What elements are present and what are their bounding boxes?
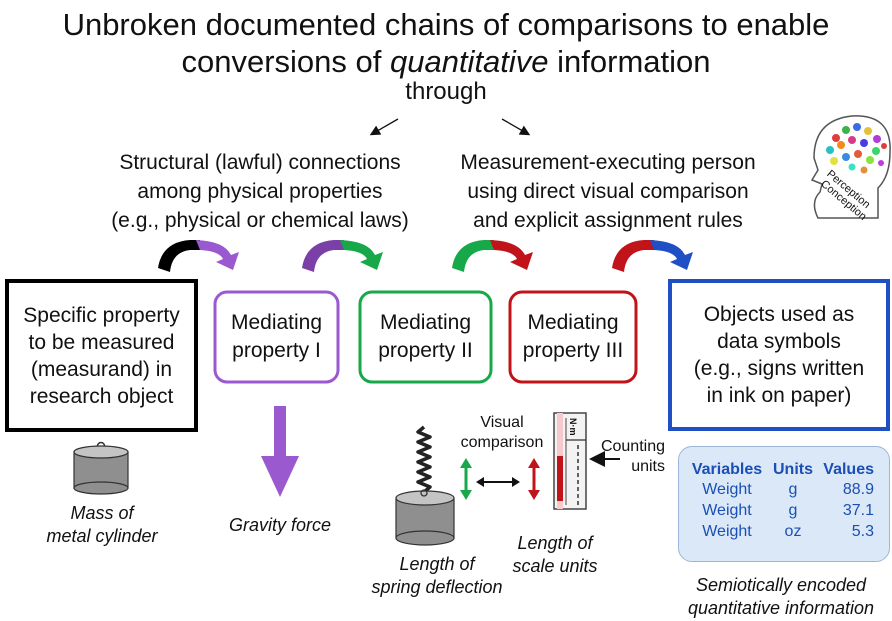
cell-value: 5.3 bbox=[851, 523, 874, 540]
title-line-2: conversions of quantitative information bbox=[0, 43, 892, 80]
branch-arrow-right bbox=[501, 118, 531, 136]
scale-caption-line-2: scale units bbox=[512, 556, 598, 576]
comparison-line: comparison bbox=[460, 434, 544, 451]
mass-caption-line-2: metal cylinder bbox=[46, 526, 158, 546]
person-line-1: Measurement-executing person bbox=[460, 151, 756, 174]
mediating-property-2-label: Mediating property II bbox=[360, 292, 491, 382]
data-table-panel bbox=[678, 446, 890, 562]
comparison-double-arrow-icon bbox=[476, 477, 520, 487]
brain-head-icon bbox=[810, 115, 891, 219]
measurand-line-3: (measurand) in bbox=[30, 357, 173, 381]
branch-arrow-left bbox=[369, 118, 399, 136]
data-table: Variables Units Values Weight g 88.9 Wei… bbox=[686, 461, 886, 542]
red-length-arrow-icon bbox=[528, 458, 540, 500]
header-variables: Variables bbox=[691, 461, 763, 478]
cell-value: 37.1 bbox=[842, 502, 874, 519]
structural-line-2: among physical properties bbox=[137, 180, 383, 203]
structural-line-3: (e.g., physical or chemical laws) bbox=[111, 209, 409, 232]
transition-arrow-red-blue bbox=[612, 240, 693, 272]
header-values: Values bbox=[823, 461, 874, 478]
scale-unit-label: N·m bbox=[568, 418, 578, 436]
mediating-1-line-1: Mediating bbox=[230, 311, 323, 334]
title-line-2-post: information bbox=[548, 44, 711, 79]
mediating-property-3-label: Mediating property III bbox=[510, 292, 636, 382]
person-line-2: using direct visual comparison bbox=[467, 180, 749, 203]
metal-cylinder-icon bbox=[73, 441, 129, 495]
measurand-line-2: to be measured bbox=[28, 330, 175, 354]
table-row: Weight oz 5.3 bbox=[686, 521, 886, 542]
cell-value: 88.9 bbox=[842, 481, 874, 498]
cell-variable: Weight bbox=[702, 502, 752, 519]
counting-line: Counting bbox=[600, 438, 665, 455]
cell-unit: g bbox=[788, 502, 798, 519]
spring-caption-line-1: Length of bbox=[399, 554, 475, 574]
structural-connections-heading: Structural (lawful) connections among ph… bbox=[80, 148, 440, 235]
gravity-arrow-icon bbox=[261, 406, 299, 497]
mediating-3-line-1: Mediating bbox=[527, 311, 619, 334]
cell-variable: Weight bbox=[702, 481, 752, 498]
objects-box bbox=[668, 279, 890, 431]
transition-arrow-black-purple bbox=[158, 240, 239, 272]
measurand-box bbox=[5, 279, 198, 432]
mediating-2-line-1: Mediating bbox=[379, 311, 472, 334]
through-label: through bbox=[405, 78, 487, 105]
objects-line-1: Objects used as bbox=[703, 303, 855, 326]
mediating-property-1-box bbox=[213, 290, 340, 384]
table-row: Weight g 37.1 bbox=[686, 500, 886, 521]
person-line-3: and explicit assignment rules bbox=[473, 209, 743, 232]
mediating-1-line-2: property I bbox=[232, 339, 321, 362]
spring-caption-line-2: spring deflection bbox=[371, 577, 503, 597]
visual-comparison-label: Visual comparison bbox=[455, 413, 549, 453]
title-emphasis: quantitative bbox=[389, 44, 549, 79]
semiotic-caption-line-1: Semiotically encoded bbox=[695, 575, 867, 595]
scale-ruler-icon bbox=[553, 412, 587, 510]
visual-line: Visual bbox=[480, 414, 524, 431]
cell-variable: Weight bbox=[702, 523, 752, 540]
scale-caption: Length of scale units bbox=[500, 532, 610, 578]
objects-box-label: Objects used as data symbols (e.g., sign… bbox=[672, 283, 886, 427]
structural-line-1: Structural (lawful) connections bbox=[119, 151, 401, 174]
objects-line-2: data symbols bbox=[717, 330, 841, 353]
mediating-3-line-2: property III bbox=[522, 339, 624, 362]
mediating-2-line-2: property II bbox=[378, 339, 473, 362]
table-header: Variables Units Values bbox=[686, 461, 886, 479]
transition-arrow-purple-green bbox=[302, 240, 383, 272]
counting-units-label: Counting units bbox=[593, 437, 665, 477]
title-line-1: Unbroken documented chains of comparison… bbox=[62, 7, 830, 42]
transition-arrow-green-red bbox=[452, 240, 533, 272]
measurement-person-heading: Measurement-executing person using direc… bbox=[428, 148, 788, 235]
cell-unit: oz bbox=[784, 523, 802, 540]
units-line: units bbox=[631, 458, 665, 475]
mass-caption-line-1: Mass of bbox=[70, 503, 134, 523]
diagram-title: Unbroken documented chains of comparison… bbox=[0, 6, 892, 80]
scale-caption-line-1: Length of bbox=[517, 533, 593, 553]
cell-unit: g bbox=[788, 481, 798, 498]
mediating-property-2-box bbox=[358, 290, 493, 384]
header-units: Units bbox=[773, 461, 813, 478]
measurand-box-label: Specific property to be measured (measur… bbox=[9, 283, 194, 428]
green-length-arrow-icon bbox=[460, 458, 472, 500]
table-row: Weight g 88.9 bbox=[686, 479, 886, 500]
mediating-property-1-label: Mediating property I bbox=[215, 292, 338, 382]
measurand-line-4: research object bbox=[29, 384, 174, 408]
title-line-2-pre: conversions of bbox=[181, 44, 390, 79]
semiotic-caption-line-2: quantitative information bbox=[687, 598, 875, 618]
spring-weight-icon bbox=[395, 425, 455, 546]
mass-caption: Mass of metal cylinder bbox=[20, 502, 184, 548]
mediating-property-3-box bbox=[508, 290, 638, 384]
measurand-line-1: Specific property bbox=[23, 303, 180, 327]
objects-line-3: (e.g., signs written bbox=[693, 357, 865, 380]
spring-caption: Length of spring deflection bbox=[362, 553, 512, 599]
semiotic-caption: Semiotically encoded quantitative inform… bbox=[672, 574, 890, 620]
gravity-caption: Gravity force bbox=[228, 515, 332, 535]
objects-line-4: in ink on paper) bbox=[706, 384, 852, 407]
